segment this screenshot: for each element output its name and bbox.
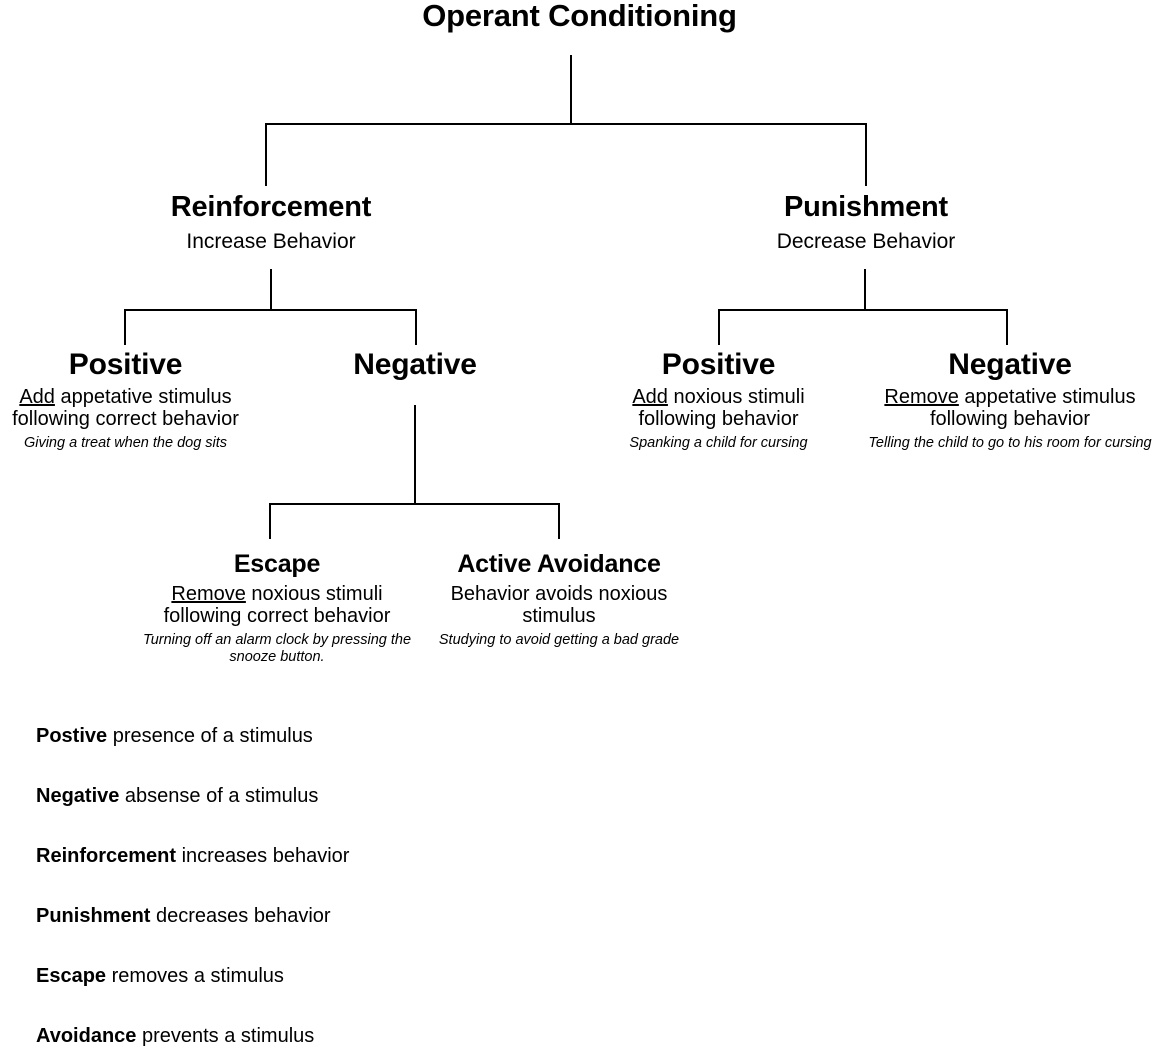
glossary-item-postive: Postive presence of a stimulus bbox=[36, 726, 636, 786]
escape-desc-rest: noxious stimuli bbox=[245, 583, 383, 605]
connector-negative-reinforcement-to-escape bbox=[269, 503, 271, 539]
positive-reinforcement-desc-keyword: Add bbox=[19, 386, 55, 408]
connector-root-to-punishment bbox=[865, 123, 867, 186]
connector-punishment-to-negative bbox=[1006, 309, 1008, 345]
node-active-avoidance: Active Avoidance Behavior avoids noxious… bbox=[424, 552, 694, 649]
glossary-term: Punishment bbox=[36, 905, 151, 927]
glossary-definition: decreases behavior bbox=[150, 905, 331, 927]
node-negative-reinforcement: Negative bbox=[300, 350, 530, 380]
connector-reinforcement-stem bbox=[270, 269, 272, 310]
escape-title: Escape bbox=[233, 550, 321, 578]
positive-punishment-desc-keyword: Add bbox=[632, 386, 668, 408]
glossary-list: Postive presence of a stimulus Negative … bbox=[36, 726, 636, 1056]
glossary-term: Reinforcement bbox=[36, 845, 177, 867]
escape-desc-keyword: Remove bbox=[171, 583, 246, 605]
glossary-definition: removes a stimulus bbox=[106, 965, 284, 987]
connector-reinforcement-bar bbox=[124, 309, 417, 311]
escape-desc-line2: following correct behavior bbox=[163, 605, 391, 628]
negative-punishment-desc-keyword: Remove bbox=[884, 386, 959, 408]
glossary-term: Escape bbox=[36, 965, 107, 987]
connector-negative-reinforcement-bar bbox=[269, 503, 560, 505]
positive-punishment-title: Positive bbox=[661, 348, 776, 381]
connector-reinforcement-to-negative bbox=[415, 309, 417, 345]
glossary-term: Negative bbox=[36, 785, 120, 807]
glossary-item-reinforcement: Reinforcement increases behavior bbox=[36, 846, 636, 906]
reinforcement-title: Reinforcement bbox=[170, 191, 372, 223]
node-punishment: Punishment Decrease Behavior bbox=[656, 191, 1076, 253]
connector-root-bar bbox=[265, 123, 867, 125]
punishment-title: Punishment bbox=[784, 191, 948, 223]
reinforcement-desc: Increase Behavior bbox=[186, 230, 356, 253]
glossary-item-escape: Escape removes a stimulus bbox=[36, 966, 636, 1026]
connector-punishment-stem bbox=[864, 269, 866, 310]
negative-punishment-desc-rest: appetative stimulus bbox=[958, 386, 1136, 408]
connector-punishment-to-positive bbox=[718, 309, 720, 345]
connector-negative-reinforcement-stem bbox=[414, 405, 416, 504]
glossary-item-avoidance: Avoidance prevents a stimulus bbox=[36, 1026, 636, 1056]
active-avoidance-desc-rest: Behavior avoids noxious bbox=[450, 583, 668, 605]
connector-negative-reinforcement-to-avoidance bbox=[558, 503, 560, 539]
negative-punishment-title: Negative bbox=[948, 348, 1072, 381]
glossary-definition: presence of a stimulus bbox=[107, 725, 313, 747]
escape-example: Turning off an alarm clock by pressing t… bbox=[142, 631, 412, 666]
positive-punishment-desc-line2: following behavior bbox=[638, 408, 799, 431]
glossary-definition: absense of a stimulus bbox=[119, 785, 319, 807]
positive-punishment-example: Spanking a child for cursing bbox=[629, 434, 808, 451]
negative-reinforcement-title: Negative bbox=[353, 348, 477, 381]
positive-punishment-desc-rest: noxious stimuli bbox=[667, 386, 805, 408]
root-title: Operant Conditioning bbox=[422, 0, 737, 33]
connector-root-stem bbox=[570, 55, 572, 124]
negative-punishment-desc-line2: following behavior bbox=[929, 408, 1091, 431]
glossary-item-negative: Negative absense of a stimulus bbox=[36, 786, 636, 846]
positive-reinforcement-desc-line2: following correct behavior bbox=[12, 408, 239, 431]
positive-reinforcement-example: Giving a treat when the dog sits bbox=[23, 434, 228, 451]
glossary-definition: prevents a stimulus bbox=[136, 1025, 315, 1047]
glossary-term: Avoidance bbox=[36, 1025, 137, 1047]
positive-reinforcement-title: Positive bbox=[68, 348, 183, 381]
active-avoidance-example: Studying to avoid getting a bad grade bbox=[438, 631, 680, 648]
connector-root-to-reinforcement bbox=[265, 123, 267, 186]
glossary-item-punishment: Punishment decreases behavior bbox=[36, 906, 636, 966]
glossary-definition: increases behavior bbox=[176, 845, 350, 867]
active-avoidance-desc-line2: stimulus bbox=[522, 605, 596, 628]
glossary-term: Postive bbox=[36, 725, 108, 747]
positive-reinforcement-desc-rest: appetative stimulus bbox=[54, 386, 232, 408]
connector-punishment-bar bbox=[718, 309, 1008, 311]
connector-reinforcement-to-positive bbox=[124, 309, 126, 345]
node-operant-conditioning: Operant Conditioning bbox=[0, 0, 1159, 31]
active-avoidance-title: Active Avoidance bbox=[457, 550, 661, 578]
punishment-desc: Decrease Behavior bbox=[776, 230, 956, 253]
node-reinforcement: Reinforcement Increase Behavior bbox=[61, 191, 481, 253]
negative-punishment-example: Telling the child to go to his room for … bbox=[868, 434, 1152, 451]
